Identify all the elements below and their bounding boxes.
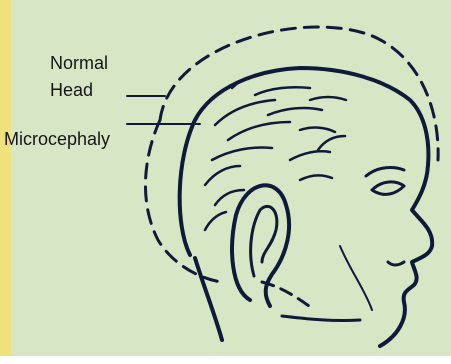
neck-front — [282, 316, 360, 321]
label-normal-head-line2: Head — [50, 79, 93, 101]
neck-back — [195, 258, 222, 340]
ear-inner — [251, 206, 277, 276]
face-profile — [380, 165, 432, 346]
label-normal-head-line1: Normal — [50, 52, 108, 74]
microcephaly-head-outline — [180, 68, 429, 255]
label-microcephaly: Microcephaly — [4, 128, 110, 150]
bottom-border — [0, 356, 451, 364]
hair-strokes — [205, 74, 346, 230]
eye — [372, 182, 404, 194]
mouth — [388, 262, 404, 265]
jaw-line — [340, 246, 372, 310]
normal-head-outline-back — [145, 120, 222, 282]
eyebrow — [366, 168, 404, 176]
normal-head-outline — [160, 27, 438, 160]
